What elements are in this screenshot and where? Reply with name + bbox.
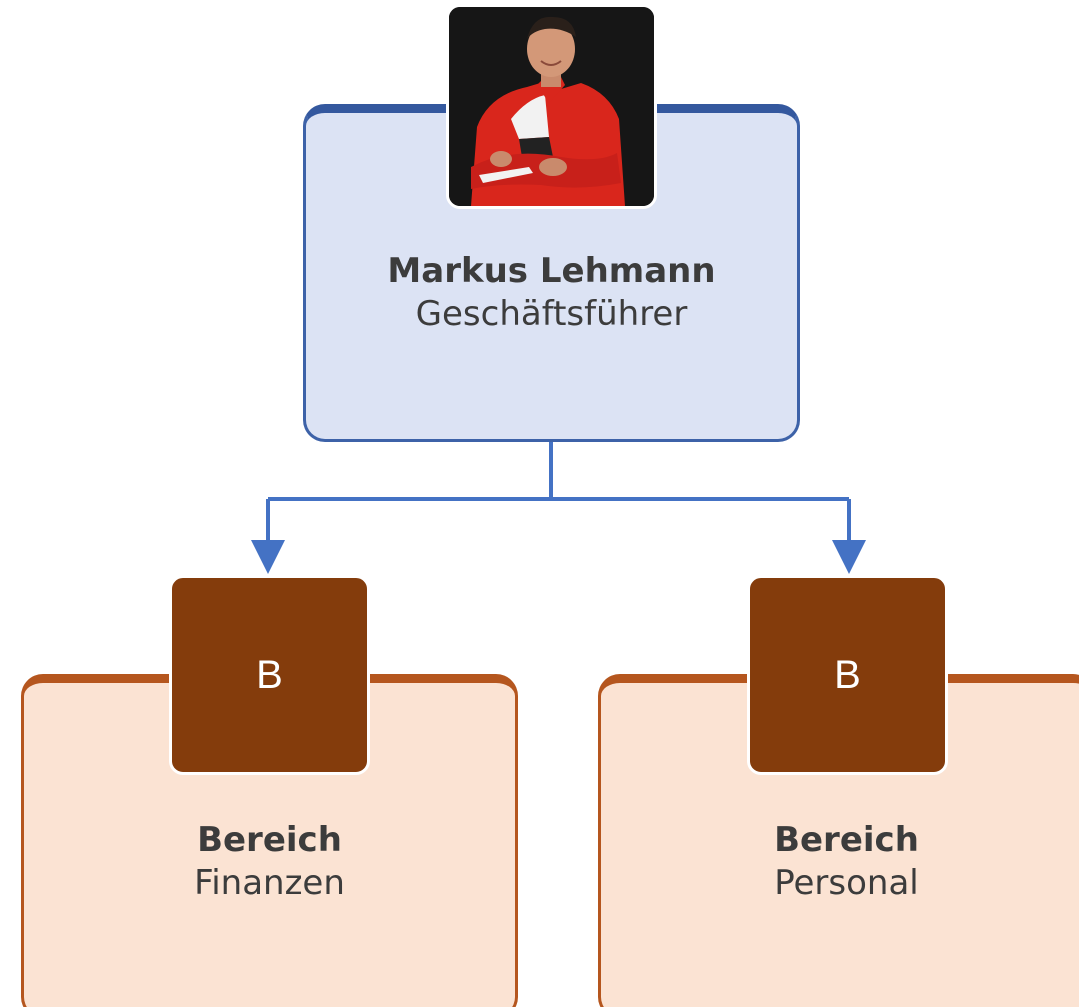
arrow-right <box>832 540 866 574</box>
branch-role: Finanzen <box>194 862 345 903</box>
branch-card-text: Bereich Finanzen <box>24 819 515 904</box>
branch-badge-finanzen: B <box>169 575 370 775</box>
root-name: Markus Lehmann <box>387 251 716 291</box>
branch-card-text: Bereich Personal <box>601 819 1079 904</box>
person-portrait-icon <box>449 7 654 206</box>
root-card: Markus Lehmann Geschäftsführer <box>303 104 800 442</box>
branch-name: Bereich <box>774 820 919 860</box>
branch-name: Bereich <box>197 820 342 860</box>
arrow-left <box>251 540 285 574</box>
root-role: Geschäftsführer <box>415 293 688 334</box>
root-photo <box>446 4 657 209</box>
branch-role: Personal <box>774 862 919 903</box>
branch-badge-personal: B <box>747 575 948 775</box>
root-card-text: Markus Lehmann Geschäftsführer <box>306 250 797 335</box>
